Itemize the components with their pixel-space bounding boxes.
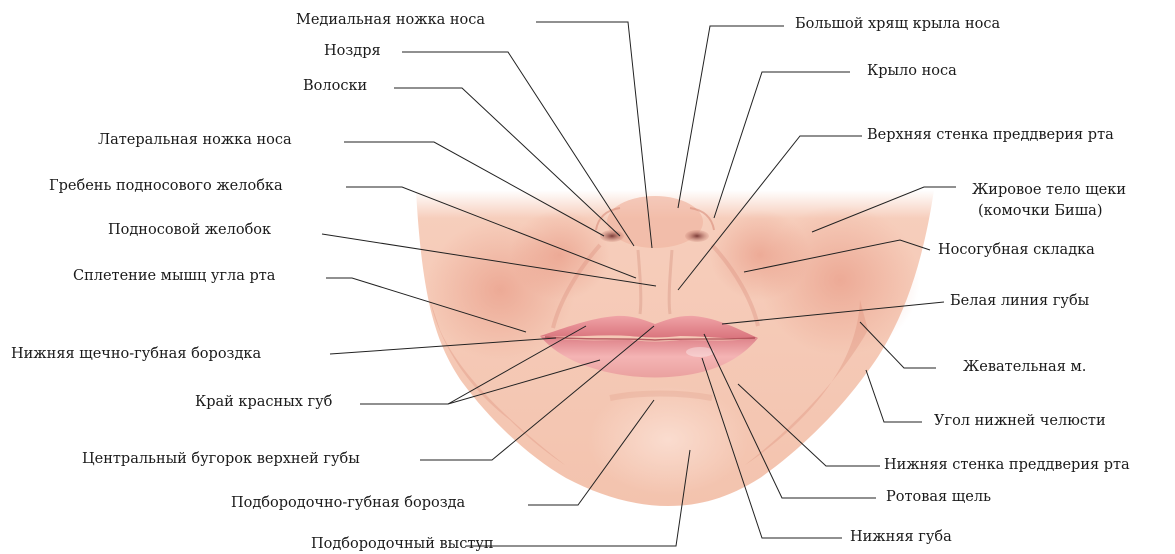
- label-modiolus: Сплетение мышц угла рта: [73, 267, 275, 285]
- label-mandible-angle: Угол нижней челюсти: [934, 412, 1106, 430]
- leader-lateral-crus: [344, 142, 604, 236]
- leader-vermilion-lower: [448, 360, 600, 404]
- leader-alar-cartilage: [678, 26, 784, 208]
- label-nostril: Ноздря: [324, 42, 381, 60]
- leader-lower-buccolabial: [330, 338, 556, 354]
- leader-lower-lip: [702, 358, 842, 538]
- label-lower-buccolabial: Нижняя щечно-губная бороздка: [11, 345, 261, 363]
- leader-modiolus: [326, 278, 526, 332]
- label-philtral-ridge: Гребень подносового желобка: [49, 177, 283, 195]
- label-lateral-crus: Латеральная ножка носа: [98, 131, 292, 149]
- label-white-lip-line: Белая линия губы: [950, 292, 1089, 310]
- leader-mental-protuberance: [466, 450, 690, 546]
- label-buccal-fat-line1: Жировое тело щеки: [972, 181, 1126, 199]
- label-mental-protuberance: Подбородочный выступ: [311, 535, 494, 553]
- label-lower-lip: Нижняя губа: [850, 528, 952, 546]
- label-nasolabial-fold: Носогубная складка: [938, 241, 1095, 259]
- leader-white-lip: [722, 302, 944, 324]
- label-upper-vestibule: Верхняя стенка преддверия рта: [867, 126, 1114, 144]
- leader-masseter: [860, 322, 936, 368]
- leader-lower-vestibule: [738, 384, 880, 466]
- label-tubercle: Центральный бугорок верхней губы: [82, 450, 360, 468]
- label-vibrissae: Волоски: [303, 77, 367, 95]
- label-oral-fissure: Ротовая щель: [886, 488, 991, 506]
- label-philtrum: Подносовой желобок: [108, 221, 271, 239]
- leader-nasal-ala: [714, 72, 850, 218]
- leader-mandible-angle: [866, 370, 922, 422]
- leader-philtrum: [322, 234, 656, 286]
- leader-medial-crus: [536, 22, 652, 248]
- label-masseter: Жевательная м.: [963, 358, 1086, 376]
- leader-vibrissae: [394, 88, 620, 236]
- leader-philtral-ridge: [346, 187, 636, 278]
- label-vermilion-border: Край красных губ: [195, 393, 332, 411]
- leader-vermilion-upper: [360, 326, 586, 404]
- leader-tubercle: [420, 326, 654, 460]
- label-nasal-ala: Крыло носа: [867, 62, 957, 80]
- leader-nasolabial: [744, 240, 930, 272]
- label-alar-cartilage: Большой хрящ крыла носа: [795, 15, 1000, 33]
- leader-oral-fissure: [704, 334, 876, 498]
- leader-mentolabial: [528, 400, 654, 505]
- label-buccal-fat-line2: (комочки Биша): [978, 202, 1102, 220]
- label-lower-vestibule: Нижняя стенка преддверия рта: [884, 456, 1130, 474]
- label-mentolabial: Подбородочно-губная борозда: [231, 494, 465, 512]
- leader-buccal-fat: [812, 187, 956, 232]
- label-medial-crus: Медиальная ножка носа: [296, 11, 485, 29]
